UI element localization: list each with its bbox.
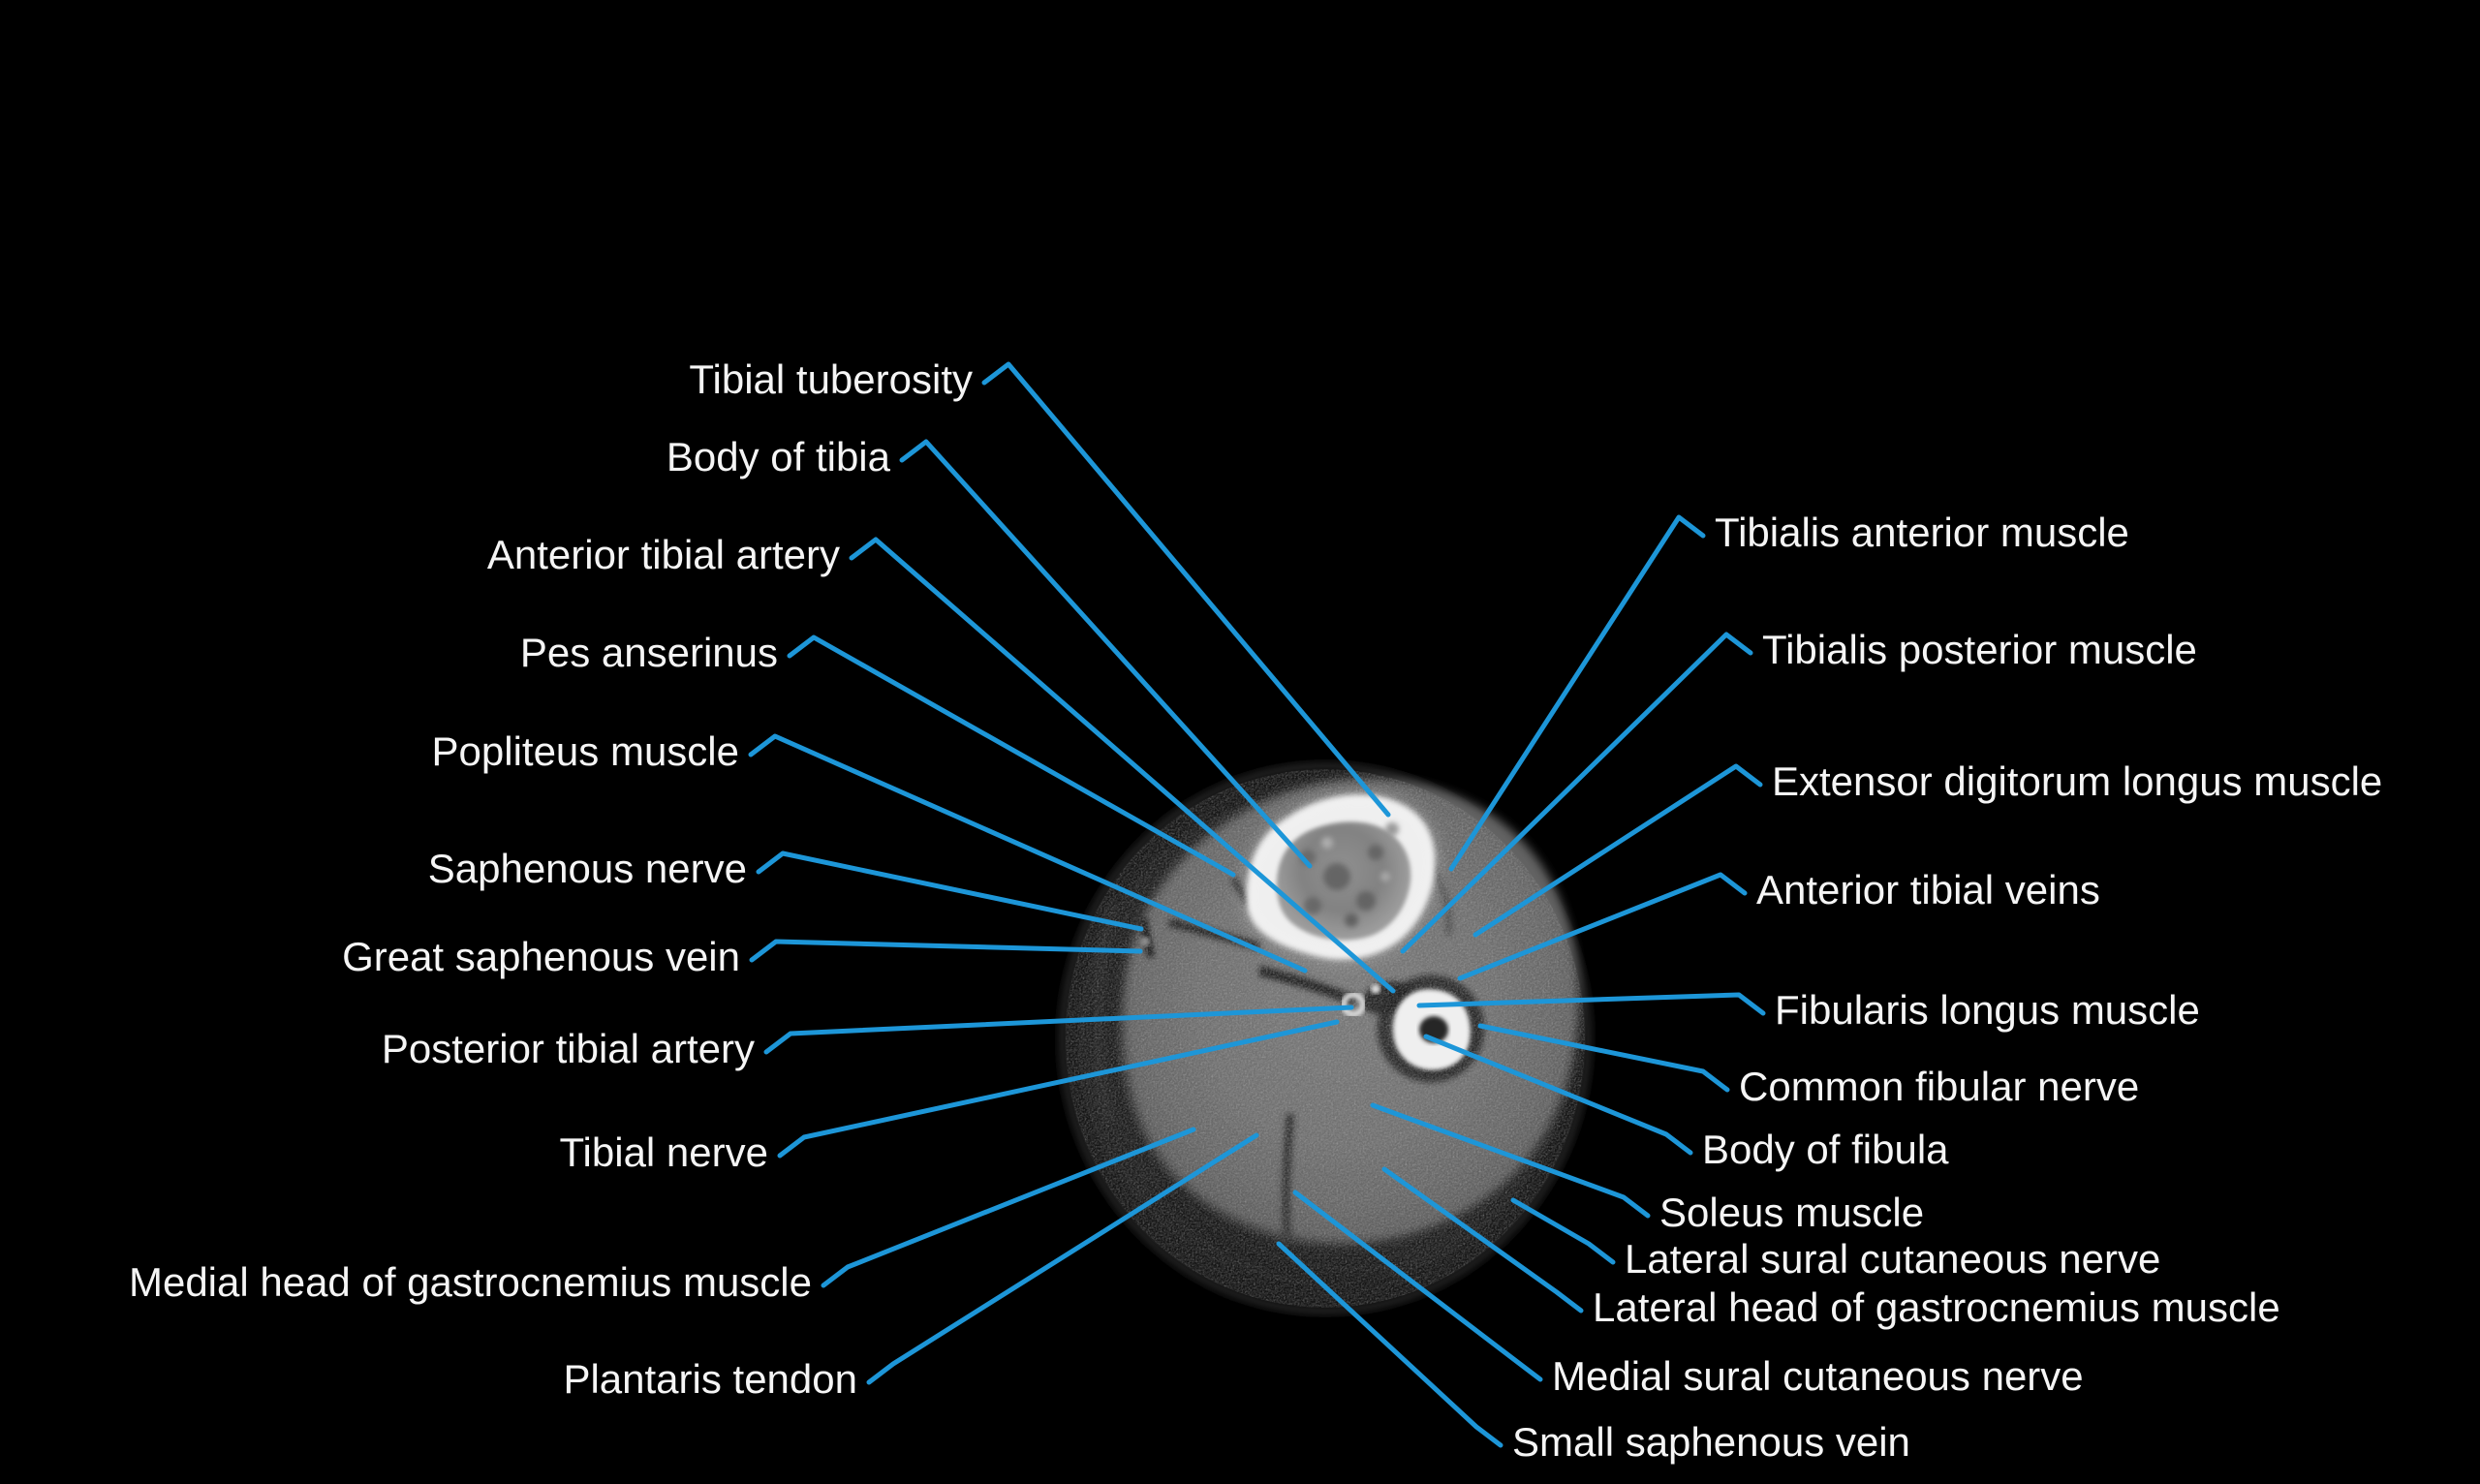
skin-rim bbox=[1060, 763, 1591, 1314]
great-saphenous-vein-dot bbox=[1140, 937, 1150, 946]
leader-line-lateral-sural-cutaneous-nerve bbox=[1510, 1197, 1616, 1265]
anatomy-label-medial-sural-cutaneous-nerve[interactable]: Medial sural cutaneous nerve bbox=[1552, 1353, 2084, 1399]
leader-line-great-saphenous-vein bbox=[749, 939, 1143, 963]
small-vessel-dot bbox=[1371, 984, 1380, 994]
leader-line-medial-sural-cutaneous-nerve bbox=[1292, 1190, 1543, 1382]
leader-line-tibialis-anterior-muscle bbox=[1448, 514, 1706, 872]
anatomy-label-extensor-digitorum-longus-muscle[interactable]: Extensor digitorum longus muscle bbox=[1772, 758, 2383, 804]
anatomy-label-body-of-tibia[interactable]: Body of tibia bbox=[666, 434, 890, 479]
anatomy-label-soleus-muscle[interactable]: Soleus muscle bbox=[1659, 1190, 1925, 1235]
anatomy-label-pes-anserinus[interactable]: Pes anserinus bbox=[519, 630, 778, 675]
anatomy-label-popliteus-muscle[interactable]: Popliteus muscle bbox=[431, 728, 739, 774]
anatomy-label-saphenous-nerve[interactable]: Saphenous nerve bbox=[427, 846, 747, 891]
tibia-cortex-glow bbox=[1244, 792, 1438, 962]
leader-line-pes-anserinus bbox=[787, 634, 1236, 878]
leader-line-small-saphenous-vein bbox=[1276, 1241, 1504, 1448]
leader-line-common-fibular-nerve bbox=[1477, 1023, 1730, 1093]
leader-line-plantaris-tendon bbox=[866, 1132, 1259, 1385]
anatomy-label-anterior-tibial-veins[interactable]: Anterior tibial veins bbox=[1756, 867, 2100, 912]
anatomy-label-tibial-tuberosity[interactable]: Tibial tuberosity bbox=[689, 356, 973, 402]
leader-line-extensor-digitorum-longus-muscle bbox=[1472, 763, 1763, 938]
leader-line-anterior-tibial-veins bbox=[1457, 872, 1748, 981]
leader-line-posterior-tibial-artery bbox=[763, 1005, 1354, 1055]
vessels bbox=[1140, 937, 1380, 1017]
leader-line-tibial-nerve bbox=[777, 1019, 1340, 1159]
leader-line-soleus-muscle bbox=[1370, 1102, 1651, 1219]
tibia bbox=[1244, 792, 1438, 962]
anatomy-label-anterior-tibial-artery[interactable]: Anterior tibial artery bbox=[486, 532, 840, 577]
fibula bbox=[1393, 989, 1471, 1070]
leader-line-tibial-tuberosity bbox=[981, 361, 1391, 818]
leader-line-medial-head-of-gastrocnemius-muscle bbox=[821, 1127, 1196, 1288]
anatomy-label-small-saphenous-vein[interactable]: Small saphenous vein bbox=[1512, 1419, 1910, 1465]
anatomy-label-tibialis-posterior-muscle[interactable]: Tibialis posterior muscle bbox=[1762, 627, 2197, 672]
leader-lines bbox=[748, 361, 1766, 1448]
leader-line-fibularis-longus-muscle bbox=[1416, 992, 1766, 1016]
anatomy-label-medial-head-of-gastrocnemius-muscle[interactable]: Medial head of gastrocnemius muscle bbox=[128, 1259, 812, 1305]
leader-line-anterior-tibial-artery bbox=[849, 537, 1396, 994]
leader-line-body-of-tibia bbox=[899, 439, 1313, 869]
anatomy-label-lateral-head-of-gastrocnemius-muscle[interactable]: Lateral head of gastrocnemius muscle bbox=[1593, 1284, 2280, 1330]
leader-line-saphenous-nerve bbox=[756, 850, 1144, 932]
anatomy-label-great-saphenous-vein[interactable]: Great saphenous vein bbox=[342, 934, 740, 979]
anatomy-label-common-fibular-nerve[interactable]: Common fibular nerve bbox=[1739, 1064, 2140, 1109]
anatomy-label-fibularis-longus-muscle[interactable]: Fibularis longus muscle bbox=[1775, 987, 2200, 1033]
anatomy-label-posterior-tibial-artery[interactable]: Posterior tibial artery bbox=[381, 1026, 755, 1071]
anatomy-label-tibialis-anterior-muscle[interactable]: Tibialis anterior muscle bbox=[1715, 510, 2129, 555]
anatomy-label-plantaris-tendon[interactable]: Plantaris tendon bbox=[563, 1356, 857, 1402]
leader-line-tibialis-posterior-muscle bbox=[1400, 632, 1753, 954]
leader-line-body-of-fibula bbox=[1423, 1034, 1693, 1156]
leader-line-lateral-head-of-gastrocnemius-muscle bbox=[1381, 1166, 1584, 1314]
leader-line-popliteus-muscle bbox=[748, 733, 1308, 974]
anatomy-label-lateral-sural-cutaneous-nerve[interactable]: Lateral sural cutaneous nerve bbox=[1625, 1236, 2161, 1282]
anatomy-label-body-of-fibula[interactable]: Body of fibula bbox=[1702, 1127, 1949, 1172]
popliteal-vessel-ring bbox=[1341, 992, 1366, 1017]
tibia-marrow-mottle bbox=[1300, 822, 1399, 927]
anatomy-label-tibial-nerve[interactable]: Tibial nerve bbox=[559, 1129, 768, 1175]
